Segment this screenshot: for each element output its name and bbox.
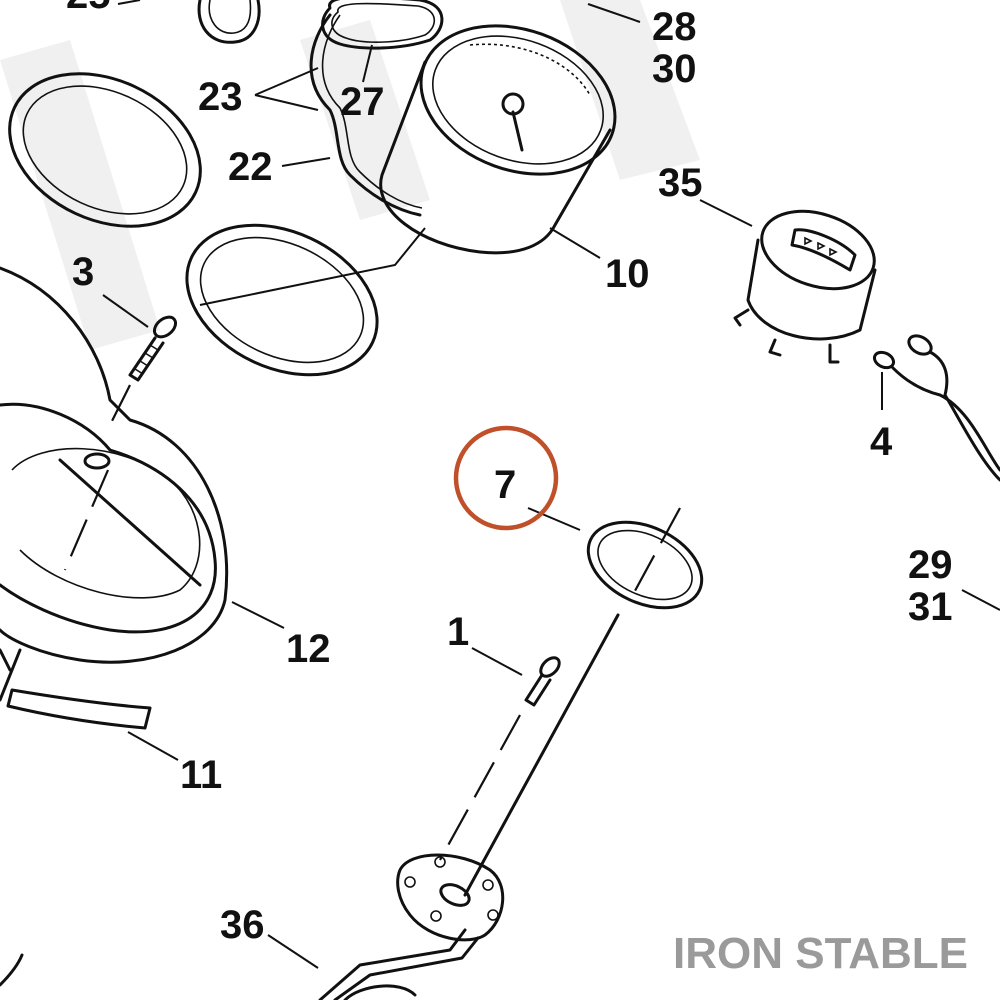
part-12-housing	[0, 266, 285, 702]
part-3-screw	[102, 294, 178, 426]
callout-4: 4	[870, 420, 893, 464]
callout-11: 11	[180, 753, 222, 797]
gauge-bezel-ring	[8, 72, 202, 228]
part-10-gauge	[379, 24, 617, 259]
part-11-strip	[6, 688, 179, 761]
callout-29: 29	[908, 543, 953, 587]
highlight-circle	[453, 425, 559, 531]
callout-12: 12	[286, 627, 331, 671]
callout-31: 31	[908, 585, 953, 629]
background-watermark	[0, 0, 700, 350]
part-7-ring	[527, 507, 704, 610]
part-25-lens	[117, 0, 261, 44]
callout-10: 10	[605, 252, 650, 296]
callout-28: 28	[652, 5, 697, 49]
part-1-screw	[439, 647, 561, 861]
callout-labels: 25 28 30 23 27 22 35 10 3 4 7 29 31 1 12…	[66, 0, 953, 947]
callout-22: 22	[228, 145, 273, 189]
part-35-switch	[699, 199, 877, 364]
callout-27: 27	[340, 80, 385, 124]
callout-7: 7	[494, 463, 516, 507]
callout-36: 36	[220, 903, 265, 947]
part-4-wire-terminals	[872, 334, 1000, 482]
callout-3: 3	[72, 250, 94, 294]
gauge-gasket-ring	[185, 223, 426, 377]
callout-23: 23	[198, 75, 243, 119]
callout-25: 25	[66, 0, 111, 17]
callout-35: 35	[658, 161, 703, 205]
callout-30: 30	[652, 47, 697, 91]
callout-1: 1	[447, 610, 469, 654]
part-36-bracket	[0, 853, 505, 1000]
watermark-logo: IRON STABLE	[673, 929, 968, 978]
